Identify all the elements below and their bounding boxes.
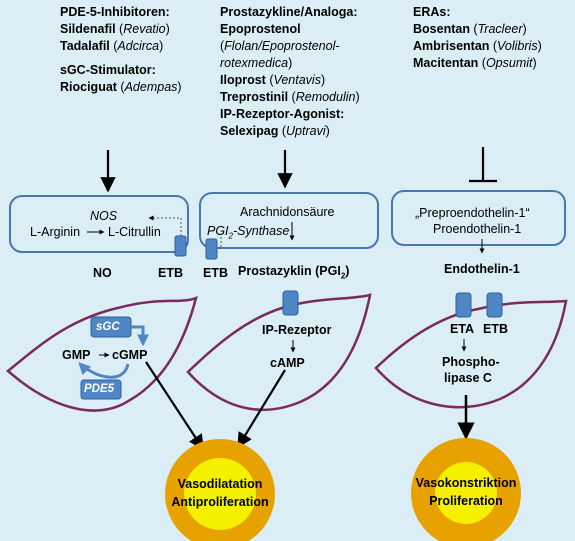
eta-label: ETA [450, 322, 475, 336]
constriction-inner-circle [435, 462, 497, 524]
smooth-muscle-cell-right [374, 299, 568, 409]
etb-label-middle: ETB [203, 266, 228, 280]
eta-receptor-shape [455, 292, 472, 318]
drug-riociguat: Riociguat (Adempas) [60, 80, 182, 94]
drug-sildenafil: Sildenafil (Revatio) [60, 22, 170, 36]
cgmp-to-dilation-arrow [145, 361, 204, 451]
endothelin-label: Endothelin-1 [444, 262, 520, 276]
drug-name: Treprostinil [220, 90, 289, 104]
ip-agonist-heading: IP-Rezeptor-Agonist: [220, 107, 345, 121]
drug-name: Tadalafil [60, 39, 110, 53]
era-heading: ERAs: [413, 5, 451, 19]
etb-label-left: ETB [158, 266, 183, 280]
camp-label: cAMP [270, 356, 305, 370]
drug-bosentan: Bosentan (Tracleer) [413, 22, 527, 36]
drug-brand: Adempas [124, 80, 178, 94]
proliferation-label: Proliferation [429, 494, 503, 508]
etb-label-right: ETB [483, 322, 508, 336]
drug-brand: Ventavis [273, 73, 321, 87]
antiproliferation-label: Antiproliferation [171, 495, 269, 509]
drug-ambrisentan: Ambrisentan (Volibris) [413, 39, 542, 53]
cgmp-label: cGMP [112, 348, 148, 362]
drug-brand: Tracleer [477, 22, 523, 36]
no-synthesis-box [9, 195, 189, 253]
drug-brand: Volibris [497, 39, 538, 53]
pde5-label: PDE5 [84, 383, 115, 395]
proendothelin-label: Proendothelin-1 [433, 222, 522, 236]
l-arginine-label: L-Arginin [30, 225, 81, 239]
drug-brand: Revatio [123, 22, 166, 36]
l-citrulline-label: L-Citrullin [108, 225, 161, 239]
drug-name: Sildenafil [60, 22, 116, 36]
plc-label-line2: lipase C [444, 371, 492, 385]
preproendothelin-label: „Preproendothelin-1“ [415, 206, 530, 220]
no-label: NO [93, 266, 112, 280]
drug-brand: Remodulin [295, 90, 356, 104]
drug-macitentan: Macitentan (Opsumit) [413, 56, 537, 70]
dilation-inner-circle [184, 458, 256, 530]
etb-receptor-left [174, 235, 187, 257]
pde5-badge [80, 379, 122, 400]
drug-brand: Adcirca [117, 39, 160, 53]
drug-epoprostenol-brand-1: (Flolan/Epoprostenol- [220, 39, 340, 53]
drug-name: Riociguat [60, 80, 117, 94]
pde5-heading: PDE-5-Inhibitoren: [60, 5, 170, 19]
drug-selexipag: Selexipag (Uptravi) [220, 124, 330, 138]
smooth-muscle-cell-middle [186, 293, 372, 412]
drug-name: Iloprost [220, 73, 266, 87]
prostacyclin-label: Prostazyklin (PGI2) [238, 264, 350, 281]
vasodilation-label: Vasodilatation [177, 477, 263, 491]
drug-name: Ambrisentan [413, 39, 490, 53]
nos-label: NOS [90, 209, 118, 223]
sgc-to-cgmp-arrow [131, 325, 149, 347]
etb-receptor-middle [205, 238, 218, 260]
etb-receptor-right-shape [486, 292, 503, 318]
ip-receptor-shape [282, 290, 299, 316]
endothelin-synthesis-box [391, 190, 566, 246]
vasoconstriction-label: Vasokonstriktion [415, 476, 517, 490]
sgc-label: sGC [96, 321, 120, 333]
arachidonic-acid-label: Arachnidonsäure [240, 205, 335, 219]
prostacyclin-synthesis-box [199, 192, 379, 249]
drug-name: Selexipag [220, 124, 279, 138]
drug-iloprost: Iloprost (Ventavis) [220, 73, 326, 87]
drug-treprostinil: Treprostinil (Remodulin) [220, 90, 360, 104]
sgc-stimulator-heading: sGC-Stimulator: [60, 63, 156, 77]
drug-brand: Uptravi [286, 124, 326, 138]
ip-receptor-label: IP-Rezeptor [262, 323, 332, 337]
nos-feedback-arrow [148, 215, 182, 236]
pgi2-synthase-label: PGI2-Synthase [207, 224, 290, 241]
drug-tadalafil: Tadalafil (Adcirca) [60, 39, 164, 53]
drug-epoprostenol-brand-2: rotexmedica) [220, 56, 293, 70]
pgi2-synthase-dashed-arrow [214, 234, 222, 249]
drug-brand: Opsumit [485, 56, 533, 70]
plc-label-line1: Phospho- [442, 355, 500, 369]
cgmp-to-gmp-cycle-arrow [78, 362, 130, 379]
gmp-label: GMP [62, 348, 91, 362]
prosta-heading: Prostazykline/Analoga: [220, 5, 358, 19]
drug-epoprostenol: Epoprostenol [220, 22, 301, 36]
smooth-muscle-cell-left [6, 295, 198, 412]
drug-name: Bosentan [413, 22, 470, 36]
drug-name: Macitentan [413, 56, 479, 70]
camp-to-dilation-arrow [237, 369, 286, 449]
